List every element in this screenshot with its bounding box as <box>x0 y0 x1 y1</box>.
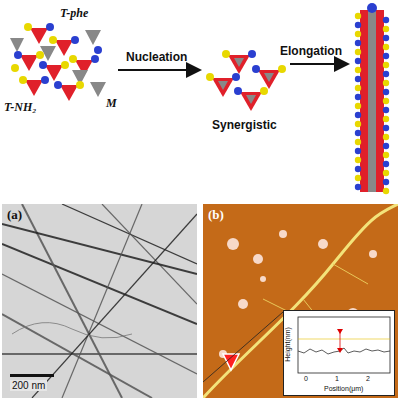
height-profile-inset: Height(nm) Position(μm) 0 1 2 <box>283 310 395 396</box>
tick-label: 0 <box>304 375 308 382</box>
step-label: Nucleation <box>126 50 187 64</box>
height-plot <box>284 311 395 396</box>
axis-title: Height(nm) <box>284 327 291 362</box>
molecule-label: T-NH₂ <box>4 100 36 115</box>
molecule-label: M <box>106 96 117 111</box>
panel-label: (a) <box>7 207 22 223</box>
step-label: Elongation <box>280 44 342 58</box>
tem-panel: (a) 200 nm <box>2 204 197 398</box>
divider <box>0 201 400 203</box>
axis-title: Position(μm) <box>324 385 363 392</box>
tem-image <box>2 204 197 398</box>
afm-panel: (b) Height(nm) Position(μm) 0 1 2 <box>203 204 398 398</box>
panel-label: (b) <box>208 207 224 223</box>
stage-label: Synergistic <box>212 118 277 132</box>
tick-label: 1 <box>335 375 339 382</box>
tick-label: 2 <box>366 375 370 382</box>
scheme-illustration <box>0 0 400 200</box>
scale-bar-label: 200 nm <box>10 380 47 391</box>
molecule-label: T-phe <box>60 6 88 21</box>
